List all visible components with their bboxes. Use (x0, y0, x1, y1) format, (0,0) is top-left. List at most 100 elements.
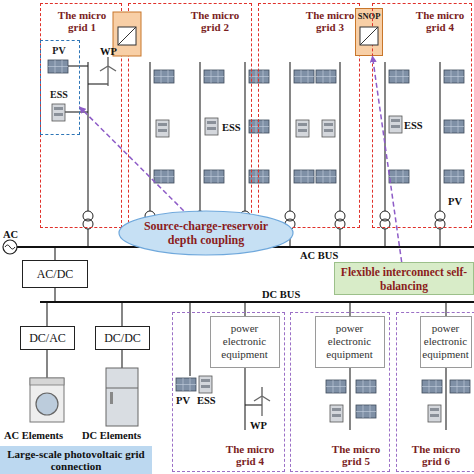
pv-panel (389, 170, 409, 183)
microgrid-title: The micro grid 3 (299, 9, 361, 33)
pv-panel (154, 70, 174, 83)
pv-panel (316, 70, 336, 83)
wire (88, 83, 108, 84)
transformer (435, 211, 445, 229)
pv-panel (294, 70, 314, 83)
snop-device (113, 12, 141, 56)
component-label: WP (250, 420, 267, 432)
converter-name: DC/DC (104, 331, 141, 346)
microgrid-title: The micro grid 6 (405, 443, 467, 467)
pv-panel (204, 170, 224, 183)
ess-unit (322, 120, 335, 137)
equipment-name: power electronic equipment (316, 322, 384, 361)
wire (87, 229, 88, 247)
ess-unit (296, 120, 309, 137)
wire (244, 302, 245, 316)
wire (65, 111, 88, 112)
dashed-arrow (80, 107, 184, 211)
wire (189, 302, 190, 376)
pv-panel (249, 120, 269, 133)
wire (339, 62, 340, 211)
bus-label: DC BUS (262, 289, 300, 301)
wire (54, 288, 55, 302)
component-label: WP (100, 46, 117, 58)
wire (46, 350, 47, 378)
wire (245, 404, 262, 405)
converter-box: DC/AC (20, 326, 75, 350)
snop-device-box: SNOP (355, 8, 383, 56)
washing-machine-panel (30, 378, 64, 385)
load-label: DC Elements (82, 430, 141, 442)
wire (46, 302, 47, 326)
wire (439, 229, 440, 247)
component-name: ESS (41, 89, 78, 100)
microgrid-title: The micro grid 1 (51, 9, 113, 33)
pv-panel (422, 380, 442, 393)
microgrid-box: The micro grid 4 (372, 3, 472, 228)
converter-box: DC/DC (95, 326, 150, 350)
converter-name: AC/DC (37, 267, 74, 282)
ess-unit (199, 376, 212, 393)
dc-bus-line (40, 301, 474, 303)
microgrid-box: The micro grid 1 PV ESS (40, 3, 122, 228)
ess-unit (330, 405, 343, 422)
washing-machine-icon (30, 378, 64, 422)
ess-unit (205, 118, 218, 135)
converter-box: AC/DC (22, 260, 88, 288)
device-name: SNOP (356, 11, 382, 21)
component-label: ESS (222, 122, 241, 134)
microgrid-box: The micro grid 5power electronic equipme… (290, 312, 390, 472)
source-label: AC (3, 229, 18, 241)
transformer (83, 211, 93, 229)
fridge-icon (106, 368, 138, 426)
pv-panel (326, 380, 346, 393)
coupling-ellipse-shape (119, 211, 293, 255)
pv-panel (48, 60, 68, 73)
wire (439, 62, 440, 211)
wire (121, 350, 122, 368)
converter-diagonal (360, 27, 378, 45)
converter-diagonal (118, 27, 136, 45)
pv-panel (444, 70, 464, 83)
converter-name: DC/AC (29, 331, 66, 346)
component-name: PV (41, 45, 78, 56)
fridge-door-line (106, 388, 138, 389)
pv-panel (356, 405, 376, 418)
coupling-ellipse: Source-charge-reservoir depth coupling (118, 210, 294, 256)
interconnection-box: Flexible interconnect self-balancing (334, 262, 474, 295)
wire (384, 62, 385, 211)
fridge-handle (110, 392, 113, 404)
coupling-text: Source-charge-reservoir depth coupling (131, 219, 281, 247)
wire (244, 62, 245, 211)
bus-label: AC BUS (300, 250, 338, 262)
pv-panel (154, 170, 174, 183)
pv-panel (204, 70, 224, 83)
pv-panel (176, 378, 196, 391)
microgrid-box: The micro grid 4 power electronic equipme… (172, 312, 285, 472)
ess-unit (389, 116, 402, 133)
component-label: PV (176, 395, 190, 407)
microgrid-box: The micro grid 3 (258, 3, 360, 228)
equipment-name: power electronic equipment (211, 322, 279, 361)
interconnection-text: Flexible interconnect self-balancing (335, 265, 473, 293)
ess-unit (428, 405, 441, 422)
pv-panel (450, 380, 470, 393)
microgrid-title: The micro grid 4 (219, 443, 281, 467)
washing-machine-door (36, 393, 58, 415)
microgrid-box: The micro grid 6 power electronic equipme… (396, 312, 474, 472)
pv-panel (444, 120, 464, 133)
component-label: PV (448, 196, 462, 208)
pv-panel (249, 70, 269, 83)
component-label: ESS (404, 120, 423, 132)
wire (68, 65, 88, 66)
wire (244, 368, 245, 430)
microgrid-title: The micro grid 4 (409, 9, 471, 33)
wind-turbine (100, 57, 116, 86)
pv-panel (444, 170, 464, 183)
wire (54, 247, 55, 260)
power-electronics-box: power electronic equipment (420, 316, 472, 368)
power-electronics-box: power electronic equipment (315, 316, 385, 368)
power-electronics-box: power electronic equipment (210, 316, 280, 368)
